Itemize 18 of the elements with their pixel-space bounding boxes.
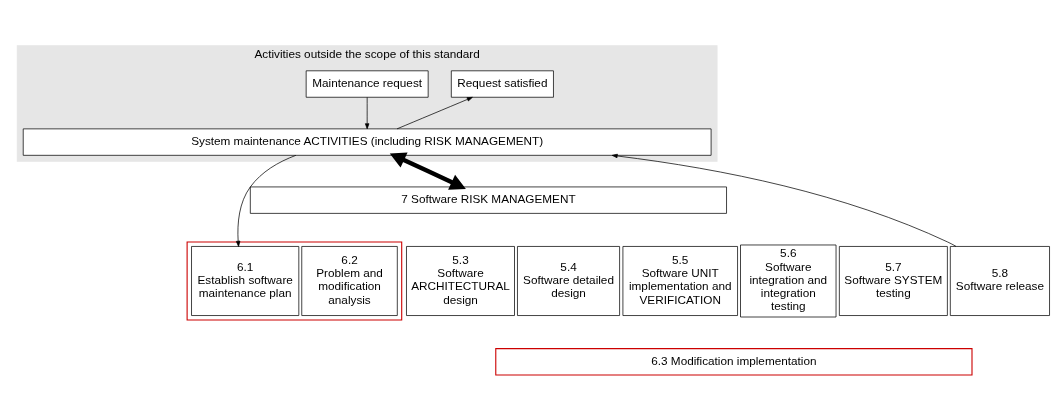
node-box: Maintenance request bbox=[305, 70, 429, 98]
node-box: 6.1 Establish software maintenance plan bbox=[191, 246, 300, 316]
arrow bbox=[396, 96, 473, 130]
node-box: 5.8 Software release bbox=[949, 246, 1050, 316]
node-box: 7 Software RISK MANAGEMENT bbox=[249, 186, 727, 214]
node-box: 5.7 Software SYSTEM testing bbox=[839, 246, 948, 316]
arrow bbox=[389, 152, 466, 190]
node-box: 6.3 Modification implementation bbox=[495, 348, 973, 376]
node-box: 6.2 Problem and modification analysis bbox=[301, 246, 398, 316]
node-box: Request satisfied bbox=[450, 70, 554, 98]
arrow bbox=[611, 153, 957, 247]
node-box: System maintenance ACTIVITIES (including RISK MANAGEMENT) bbox=[22, 128, 712, 156]
arrow bbox=[236, 154, 297, 247]
node-box: 5.5 Software UNIT implementation and VERIFICATION bbox=[622, 246, 738, 316]
node-box: 5.4 Software detailed design bbox=[517, 246, 620, 316]
arrow bbox=[365, 96, 370, 130]
node-box: 5.6 Software integration and integration testing bbox=[740, 244, 837, 318]
node-box: 5.3 Software ARCHITECTURAL design bbox=[406, 246, 515, 316]
